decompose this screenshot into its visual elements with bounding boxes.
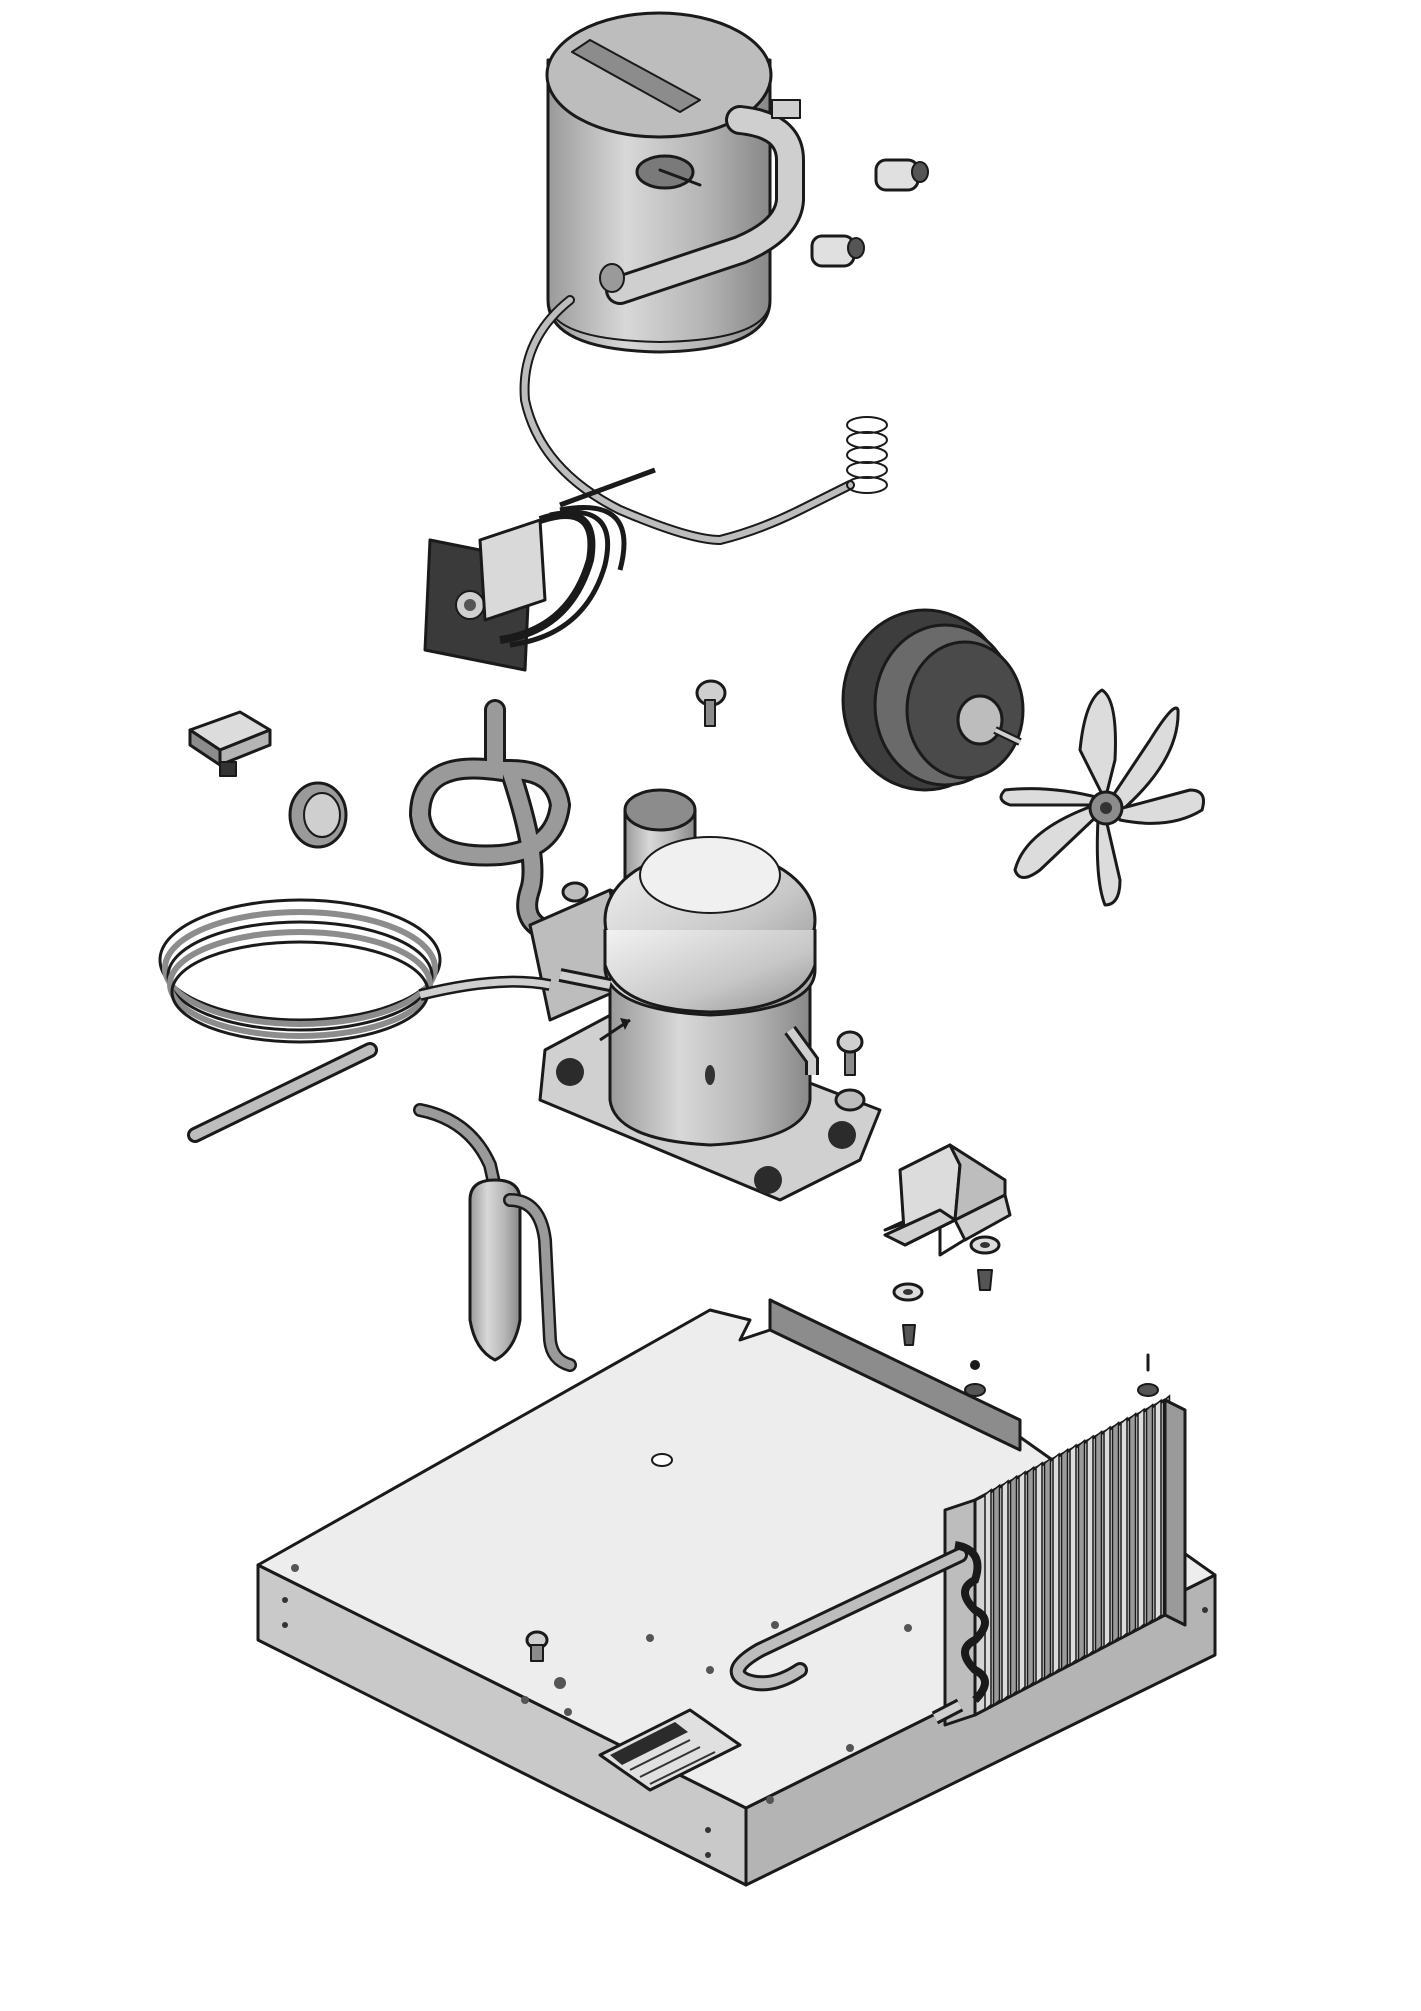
condenser-fin xyxy=(1094,1429,1103,1654)
condenser-fin xyxy=(1086,1434,1094,1658)
washers-and-screws xyxy=(892,1235,1159,1397)
condenser-fin xyxy=(992,1483,1001,1707)
condenser-fin xyxy=(1120,1416,1128,1640)
condenser-fin xyxy=(1018,1470,1026,1694)
grommet xyxy=(288,781,348,849)
condenser-fin xyxy=(1137,1407,1145,1631)
condenser-fin xyxy=(1043,1456,1052,1681)
condenser-fin xyxy=(1001,1479,1009,1703)
mount-clip xyxy=(188,710,272,777)
condenser-fin xyxy=(1052,1452,1060,1676)
condenser-fin xyxy=(1009,1474,1018,1698)
thermostat xyxy=(423,467,656,672)
condenser-fin xyxy=(1103,1425,1111,1649)
bolt xyxy=(561,881,866,1112)
fan-motor xyxy=(841,608,1025,792)
filter-drier xyxy=(413,1103,577,1372)
hose-fittings xyxy=(810,158,929,268)
condenser xyxy=(729,1394,1187,1727)
condenser-fin xyxy=(1128,1412,1137,1636)
condenser-fin xyxy=(1026,1465,1035,1689)
mounting-bracket xyxy=(883,1143,1012,1257)
condenser-fin xyxy=(1077,1438,1086,1663)
condenser-fin xyxy=(1145,1403,1154,1627)
condenser-fin xyxy=(1154,1398,1162,1622)
rating-label xyxy=(598,1708,742,1792)
condenser-fin xyxy=(1035,1461,1043,1685)
condenser-fin xyxy=(1111,1421,1120,1645)
capillary-tube-coil xyxy=(158,898,552,1143)
condenser-fin xyxy=(1060,1447,1069,1672)
evaporator-coil-tube xyxy=(519,295,888,546)
bolt xyxy=(695,679,727,727)
compressor xyxy=(528,788,882,1202)
condenser-fin xyxy=(1069,1443,1077,1667)
condenser-fin xyxy=(984,1488,992,1712)
fan-blade xyxy=(999,688,1205,907)
water-tank xyxy=(545,11,805,354)
sensor-coil xyxy=(846,416,888,494)
suction-loop-tube xyxy=(408,699,572,941)
